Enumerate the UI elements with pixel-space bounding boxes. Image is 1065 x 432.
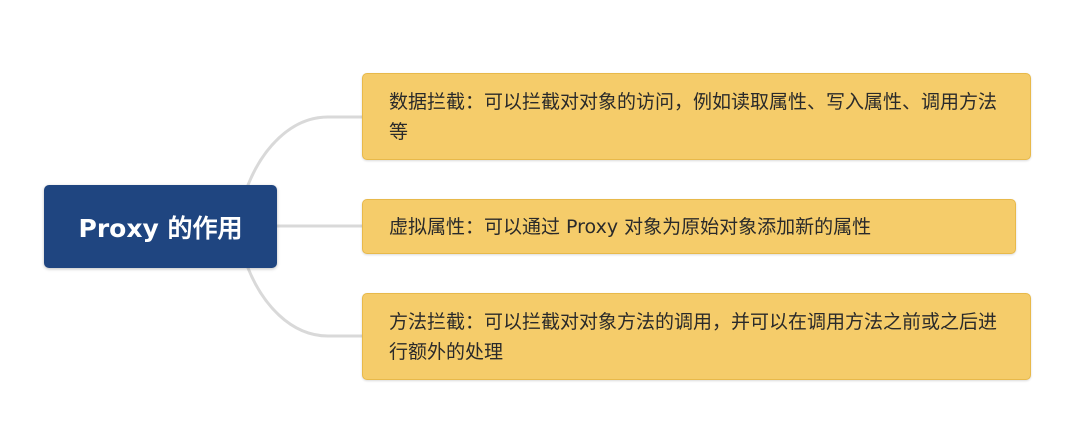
branch-node-label: 方法拦截：可以拦截对对象方法的调用，并可以在调用方法之前或之后进行额外的处理 [389, 310, 998, 363]
branch-node-label: 数据拦截：可以拦截对对象的访问，例如读取属性、写入属性、调用方法等 [389, 90, 998, 143]
root-node-label: Proxy 的作用 [78, 213, 243, 243]
branch-node-virtual-property[interactable]: 虚拟属性：可以通过 Proxy 对象为原始对象添加新的属性 [362, 199, 1016, 254]
branch-node-label: 虚拟属性：可以通过 Proxy 对象为原始对象添加新的属性 [389, 215, 872, 238]
root-node[interactable]: Proxy 的作用 [44, 185, 277, 268]
connector-branch-1 [246, 115, 364, 187]
branch-node-method-interception[interactable]: 方法拦截：可以拦截对对象方法的调用，并可以在调用方法之前或之后进行额外的处理 [362, 293, 1031, 380]
branch-node-data-interception[interactable]: 数据拦截：可以拦截对对象的访问，例如读取属性、写入属性、调用方法等 [362, 73, 1031, 160]
connector-branch-3 [246, 266, 364, 338]
